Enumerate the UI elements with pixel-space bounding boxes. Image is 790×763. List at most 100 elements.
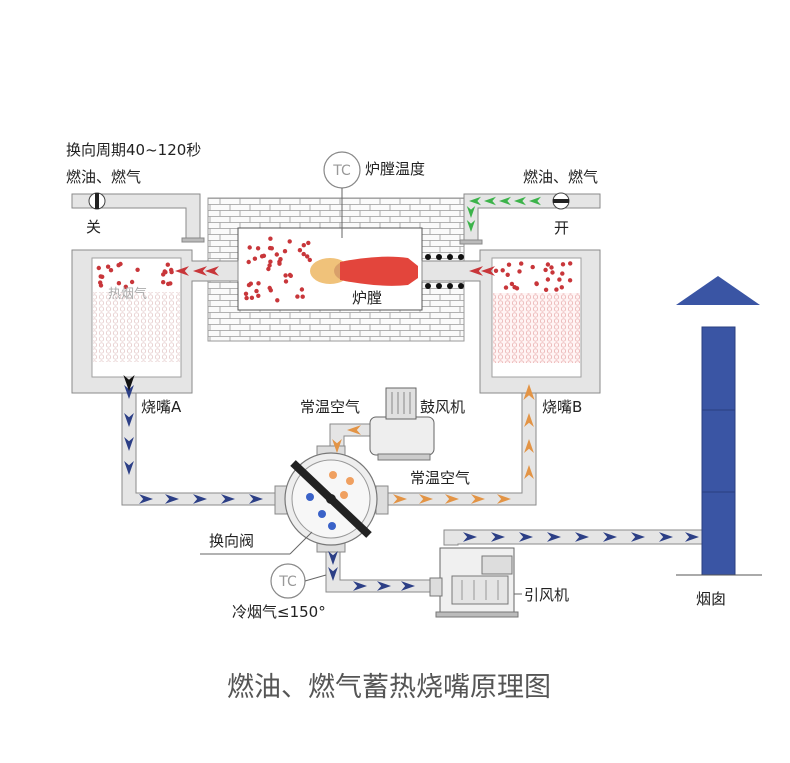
flow-arrow xyxy=(328,551,338,565)
hot-gas-dot xyxy=(554,287,559,292)
label-open: 开 xyxy=(554,219,569,237)
flow-arrow xyxy=(139,494,153,504)
hot-gas-dot xyxy=(96,265,102,271)
valve-open-icon xyxy=(552,192,570,210)
flow-arrow xyxy=(124,413,134,427)
hot-gas-dot xyxy=(503,285,509,290)
hot-gas-dot xyxy=(559,285,564,290)
blower-fan xyxy=(369,387,435,461)
label-ambient-air-2: 常温空气 xyxy=(410,469,470,487)
hot-gas-dot xyxy=(161,280,166,285)
flow-arrow xyxy=(484,196,496,206)
flow-arrow xyxy=(193,266,207,276)
label-tc-cold: TC xyxy=(278,574,297,590)
flow-arrow xyxy=(466,206,476,218)
hot-gas-dot xyxy=(165,262,170,267)
hot-gas-dot xyxy=(266,266,271,272)
hot-gas-dot xyxy=(506,262,512,267)
hot-gas-dot xyxy=(268,236,273,241)
hot-gas-dot xyxy=(166,281,171,287)
hot-gas-dot xyxy=(277,261,282,266)
hot-gas-dot xyxy=(301,251,306,257)
chimney xyxy=(676,276,762,576)
label-cycle: 换向周期40~120秒 xyxy=(66,141,201,159)
flow-arrow xyxy=(123,375,135,391)
hot-gas-dot xyxy=(307,257,312,263)
label-cold-flue: 冷烟气≤150° xyxy=(232,603,326,621)
hot-gas-particles xyxy=(96,236,573,303)
flow-arrow xyxy=(471,494,485,504)
hot-gas-dot xyxy=(268,259,273,264)
fuel-pipe-right-flange xyxy=(459,239,483,245)
flow-arrow xyxy=(529,196,541,206)
label-chimney: 烟囱 xyxy=(696,590,726,608)
label-burner-a: 烧嘴A xyxy=(141,398,182,416)
induced-draft-fan xyxy=(429,547,519,618)
regenerator-a-bed xyxy=(93,292,180,362)
hot-gas-dot xyxy=(287,239,292,244)
reversing-valve xyxy=(274,445,389,553)
flow-arrow xyxy=(193,494,207,504)
hot-gas-dot xyxy=(259,254,265,259)
hot-gas-dot xyxy=(295,294,300,299)
flow-arrow xyxy=(249,494,263,504)
label-close: 关 xyxy=(86,218,101,236)
hot-gas-dot xyxy=(283,279,289,284)
flow-arrow xyxy=(175,266,189,276)
flow-arrow xyxy=(469,266,483,276)
flow-arrow xyxy=(523,384,535,400)
hot-gas-dot xyxy=(116,281,122,286)
hot-gas-dot xyxy=(287,272,293,278)
flow-arrow xyxy=(466,220,476,232)
flow-arrow xyxy=(497,494,511,504)
flow-arrow xyxy=(124,437,134,451)
hot-gas-dot xyxy=(300,294,305,299)
hot-gas-dot xyxy=(256,281,261,286)
label-reversing-valve: 换向阀 xyxy=(209,532,254,550)
flow-arrow xyxy=(514,196,526,206)
hot-gas-dot xyxy=(116,263,121,268)
flow-arrow xyxy=(124,461,134,475)
hot-gas-dot xyxy=(252,256,258,261)
flow-arrow xyxy=(524,465,534,479)
hot-gas-dot xyxy=(275,298,280,303)
flow-arrow xyxy=(332,439,342,453)
flow-arrow xyxy=(347,425,361,435)
flow-arrow xyxy=(631,532,645,542)
flow-arrow xyxy=(524,413,534,427)
flow-arrow xyxy=(547,532,561,542)
hot-gas-dot xyxy=(108,268,114,273)
label-fuel-right: 燃油、燃气 xyxy=(523,168,598,186)
hot-gas-dot xyxy=(493,268,499,273)
hot-gas-dot xyxy=(246,282,252,288)
tc-furnace-sensor xyxy=(323,151,361,238)
hot-gas-dot xyxy=(505,272,510,277)
diagram-title: 燃油、燃气蓄热烧嘴原理图 xyxy=(227,672,551,703)
hot-gas-dot xyxy=(244,295,249,301)
hot-gas-dot xyxy=(560,271,565,276)
hot-gas-dot xyxy=(567,278,573,283)
flow-arrow xyxy=(603,532,617,542)
label-hot-flue: 热烟气 xyxy=(108,286,147,302)
hot-gas-dot xyxy=(135,267,140,272)
hot-gas-dot xyxy=(550,270,555,275)
hot-gas-dot xyxy=(545,262,551,267)
flow-arrow xyxy=(685,532,699,542)
hot-gas-dot xyxy=(301,243,306,248)
hot-gas-dot xyxy=(98,280,103,285)
flow-arrow xyxy=(575,532,589,542)
hot-gas-dot xyxy=(543,287,549,292)
hot-gas-dot xyxy=(568,261,573,266)
flow-arrows xyxy=(123,196,699,591)
hot-gas-dot xyxy=(100,274,105,279)
hot-gas-dot xyxy=(283,273,288,278)
label-ambient-air-1: 常温空气 xyxy=(300,398,360,416)
hot-gas-dot xyxy=(243,291,249,296)
flow-arrow xyxy=(221,494,235,504)
hot-gas-dot xyxy=(519,261,524,266)
flow-arrow xyxy=(353,581,367,591)
hot-gas-dot xyxy=(246,259,251,265)
label-blower: 鼓风机 xyxy=(420,398,465,416)
hot-gas-dot xyxy=(247,245,252,250)
valve-leader-line-2 xyxy=(289,531,313,555)
